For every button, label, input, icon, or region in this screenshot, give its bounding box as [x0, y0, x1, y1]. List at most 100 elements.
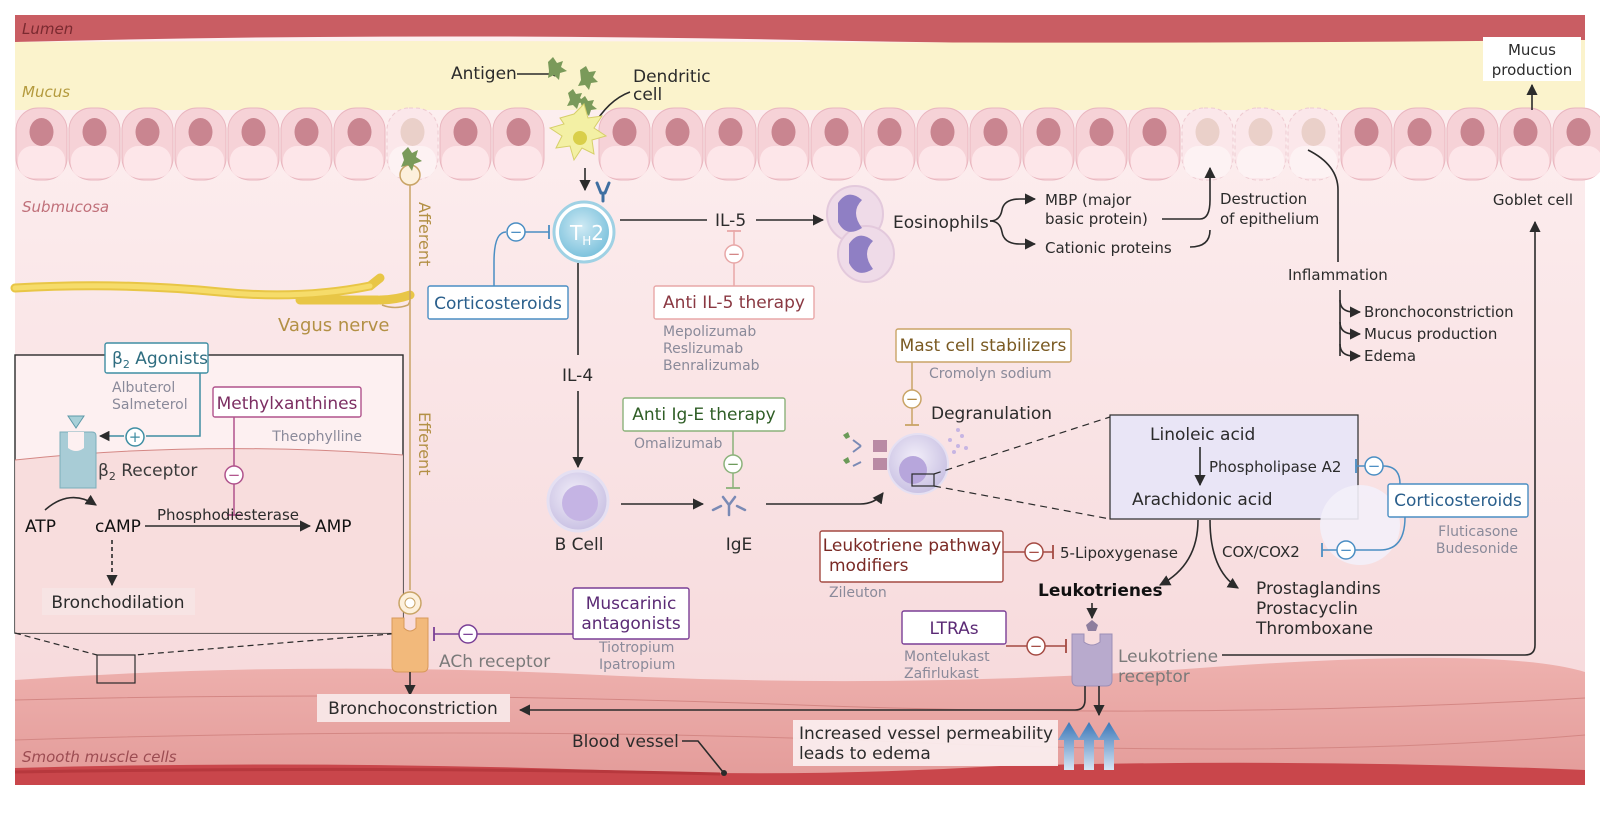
beta2-drug-1: Albuterol — [112, 380, 175, 396]
epithelial-nucleus — [1089, 118, 1114, 146]
epithelial-cell-base — [495, 146, 542, 178]
epithelial-nucleus — [930, 118, 955, 146]
lipoxygenase-label: 5-Lipoxygenase — [1060, 544, 1178, 562]
epithelial-nucleus — [82, 118, 107, 146]
corticosteroids-right-box — [1387, 483, 1529, 518]
epithelial-nucleus — [665, 118, 690, 146]
muscarinic-label-2: antagonists — [581, 614, 680, 634]
bronchoconstriction-label: Bronchoconstriction — [328, 699, 498, 719]
epithelial-nucleus — [877, 118, 902, 146]
thromboxane-label: Thromboxane — [1255, 619, 1373, 639]
efferent-label: Efferent — [415, 412, 434, 475]
epithelial-cell-base — [442, 146, 489, 178]
zone-submucosa: Submucosa — [22, 198, 109, 216]
methylxanthines-box — [212, 386, 362, 418]
mbp-label-2: basic protein) — [1045, 210, 1148, 228]
zafirlukast-label: Zafirlukast — [904, 666, 979, 682]
epithelial-cell-base — [1343, 146, 1390, 178]
cox-label: COX/COX2 — [1222, 543, 1300, 561]
mepolizumab-label: Mepolizumab — [663, 324, 756, 340]
ltras-label: LTRAs — [929, 619, 978, 639]
leukotriene-ligand-icon — [1086, 620, 1098, 631]
epithelial-cell-base — [1502, 146, 1549, 178]
mucus-production-box — [1483, 37, 1581, 81]
mast-stabilizers-box — [895, 328, 1072, 363]
ipatropium-label: Ipatropium — [599, 657, 675, 673]
destruction-label-2: of epithelium — [1220, 210, 1319, 228]
plus-symbol: + — [129, 428, 142, 446]
muscarinic-box — [572, 587, 690, 640]
zone-lumen: Lumen — [22, 20, 73, 38]
zone-smooth-muscle: Smooth muscle cells — [22, 748, 177, 766]
epithelial-nucleus — [453, 118, 478, 146]
epithelial-nucleus — [506, 118, 531, 146]
anti-ige-box — [622, 397, 786, 432]
epithelial-nucleus — [824, 118, 849, 146]
agonist-triangle-icon — [67, 415, 85, 429]
antigen-label: Antigen — [451, 64, 517, 84]
svg-text:−: − — [728, 245, 741, 263]
epithelial-cell-base — [601, 146, 648, 178]
ige-label: IgE — [726, 535, 753, 555]
epithelial-cell-row — [15, 107, 1600, 181]
inflammation-effect-2: Mucus production — [1364, 325, 1497, 343]
epithelial-nucleus — [1301, 118, 1326, 146]
cromolyn-label: Cromolyn sodium — [929, 366, 1052, 382]
ltpm-box — [819, 530, 1004, 583]
omalizumab-label: Omalizumab — [634, 436, 722, 452]
eosinophils-label: Eosinophils — [893, 213, 989, 233]
svg-text:−: − — [1340, 541, 1353, 559]
leukotriene-receptor-icon — [1071, 633, 1113, 687]
vessel-permeability-label-2: leads to edema — [799, 744, 931, 764]
ige-antibody-icon — [711, 495, 747, 517]
epithelial-cell-base — [760, 146, 807, 178]
svg-text:−: − — [1030, 637, 1043, 655]
linoleic-label: Linoleic acid — [1150, 425, 1255, 445]
goblet-cell-label: Goblet cell — [1493, 191, 1573, 209]
vessel-permeability-box — [793, 720, 1058, 766]
degranulation-label: Degranulation — [931, 404, 1052, 424]
ltras-box — [901, 610, 1007, 645]
epithelial-nucleus — [612, 118, 637, 146]
corticosteroids-left-box — [427, 285, 569, 320]
afferent-label: Afferent — [415, 202, 434, 266]
epithelial-nucleus — [1248, 118, 1273, 146]
tcr-receptor-icon — [595, 181, 611, 203]
epithelial-nucleus — [1460, 118, 1485, 146]
leuk-receptor-label-1: Leukotriene — [1118, 647, 1218, 667]
anti-ige-label: Anti Ig-E therapy — [632, 405, 775, 425]
epithelial-cell-base — [124, 146, 171, 178]
epithelial-nucleus — [771, 118, 796, 146]
leuk-receptor-label-2: receptor — [1118, 667, 1190, 687]
epithelial-nucleus — [400, 118, 425, 146]
ltpm-label-2: modifiers — [829, 556, 909, 576]
epithelial-cell-base — [1237, 146, 1284, 178]
epithelial-nucleus — [1195, 118, 1220, 146]
bronchodilation-box — [42, 588, 195, 615]
epithelial-cell-base — [972, 146, 1019, 178]
ltpm-label-1: Leukotriene pathway — [823, 536, 1002, 556]
mucus-layer — [15, 40, 1585, 110]
epithelial-cell-base — [813, 146, 860, 178]
epithelial-nucleus — [294, 118, 319, 146]
beta2-drug-2: Salmeterol — [112, 397, 188, 413]
svg-text:−: − — [906, 390, 919, 408]
epithelial-nucleus — [1513, 118, 1538, 146]
reslizumab-label: Reslizumab — [663, 341, 743, 357]
epithelial-nucleus — [1354, 118, 1379, 146]
inflammation-effect-1: Bronchoconstriction — [1364, 303, 1514, 321]
epithelial-cell-base — [336, 146, 383, 178]
dendritic-label-1: Dendritic — [633, 67, 711, 87]
epithelial-cell-base — [1184, 146, 1231, 178]
antigen-icon — [401, 147, 422, 171]
mucus-production-label-2: production — [1492, 61, 1573, 79]
eosinophil-icon — [826, 185, 895, 283]
bronchoconstriction-box — [317, 694, 510, 722]
epithelial-cell-base — [1078, 146, 1125, 178]
anti-il5-box — [653, 285, 815, 320]
tiotropium-label: Tiotropium — [598, 640, 674, 656]
vagus-nerve-label: Vagus nerve — [278, 315, 390, 336]
svg-text:−: − — [228, 466, 241, 484]
